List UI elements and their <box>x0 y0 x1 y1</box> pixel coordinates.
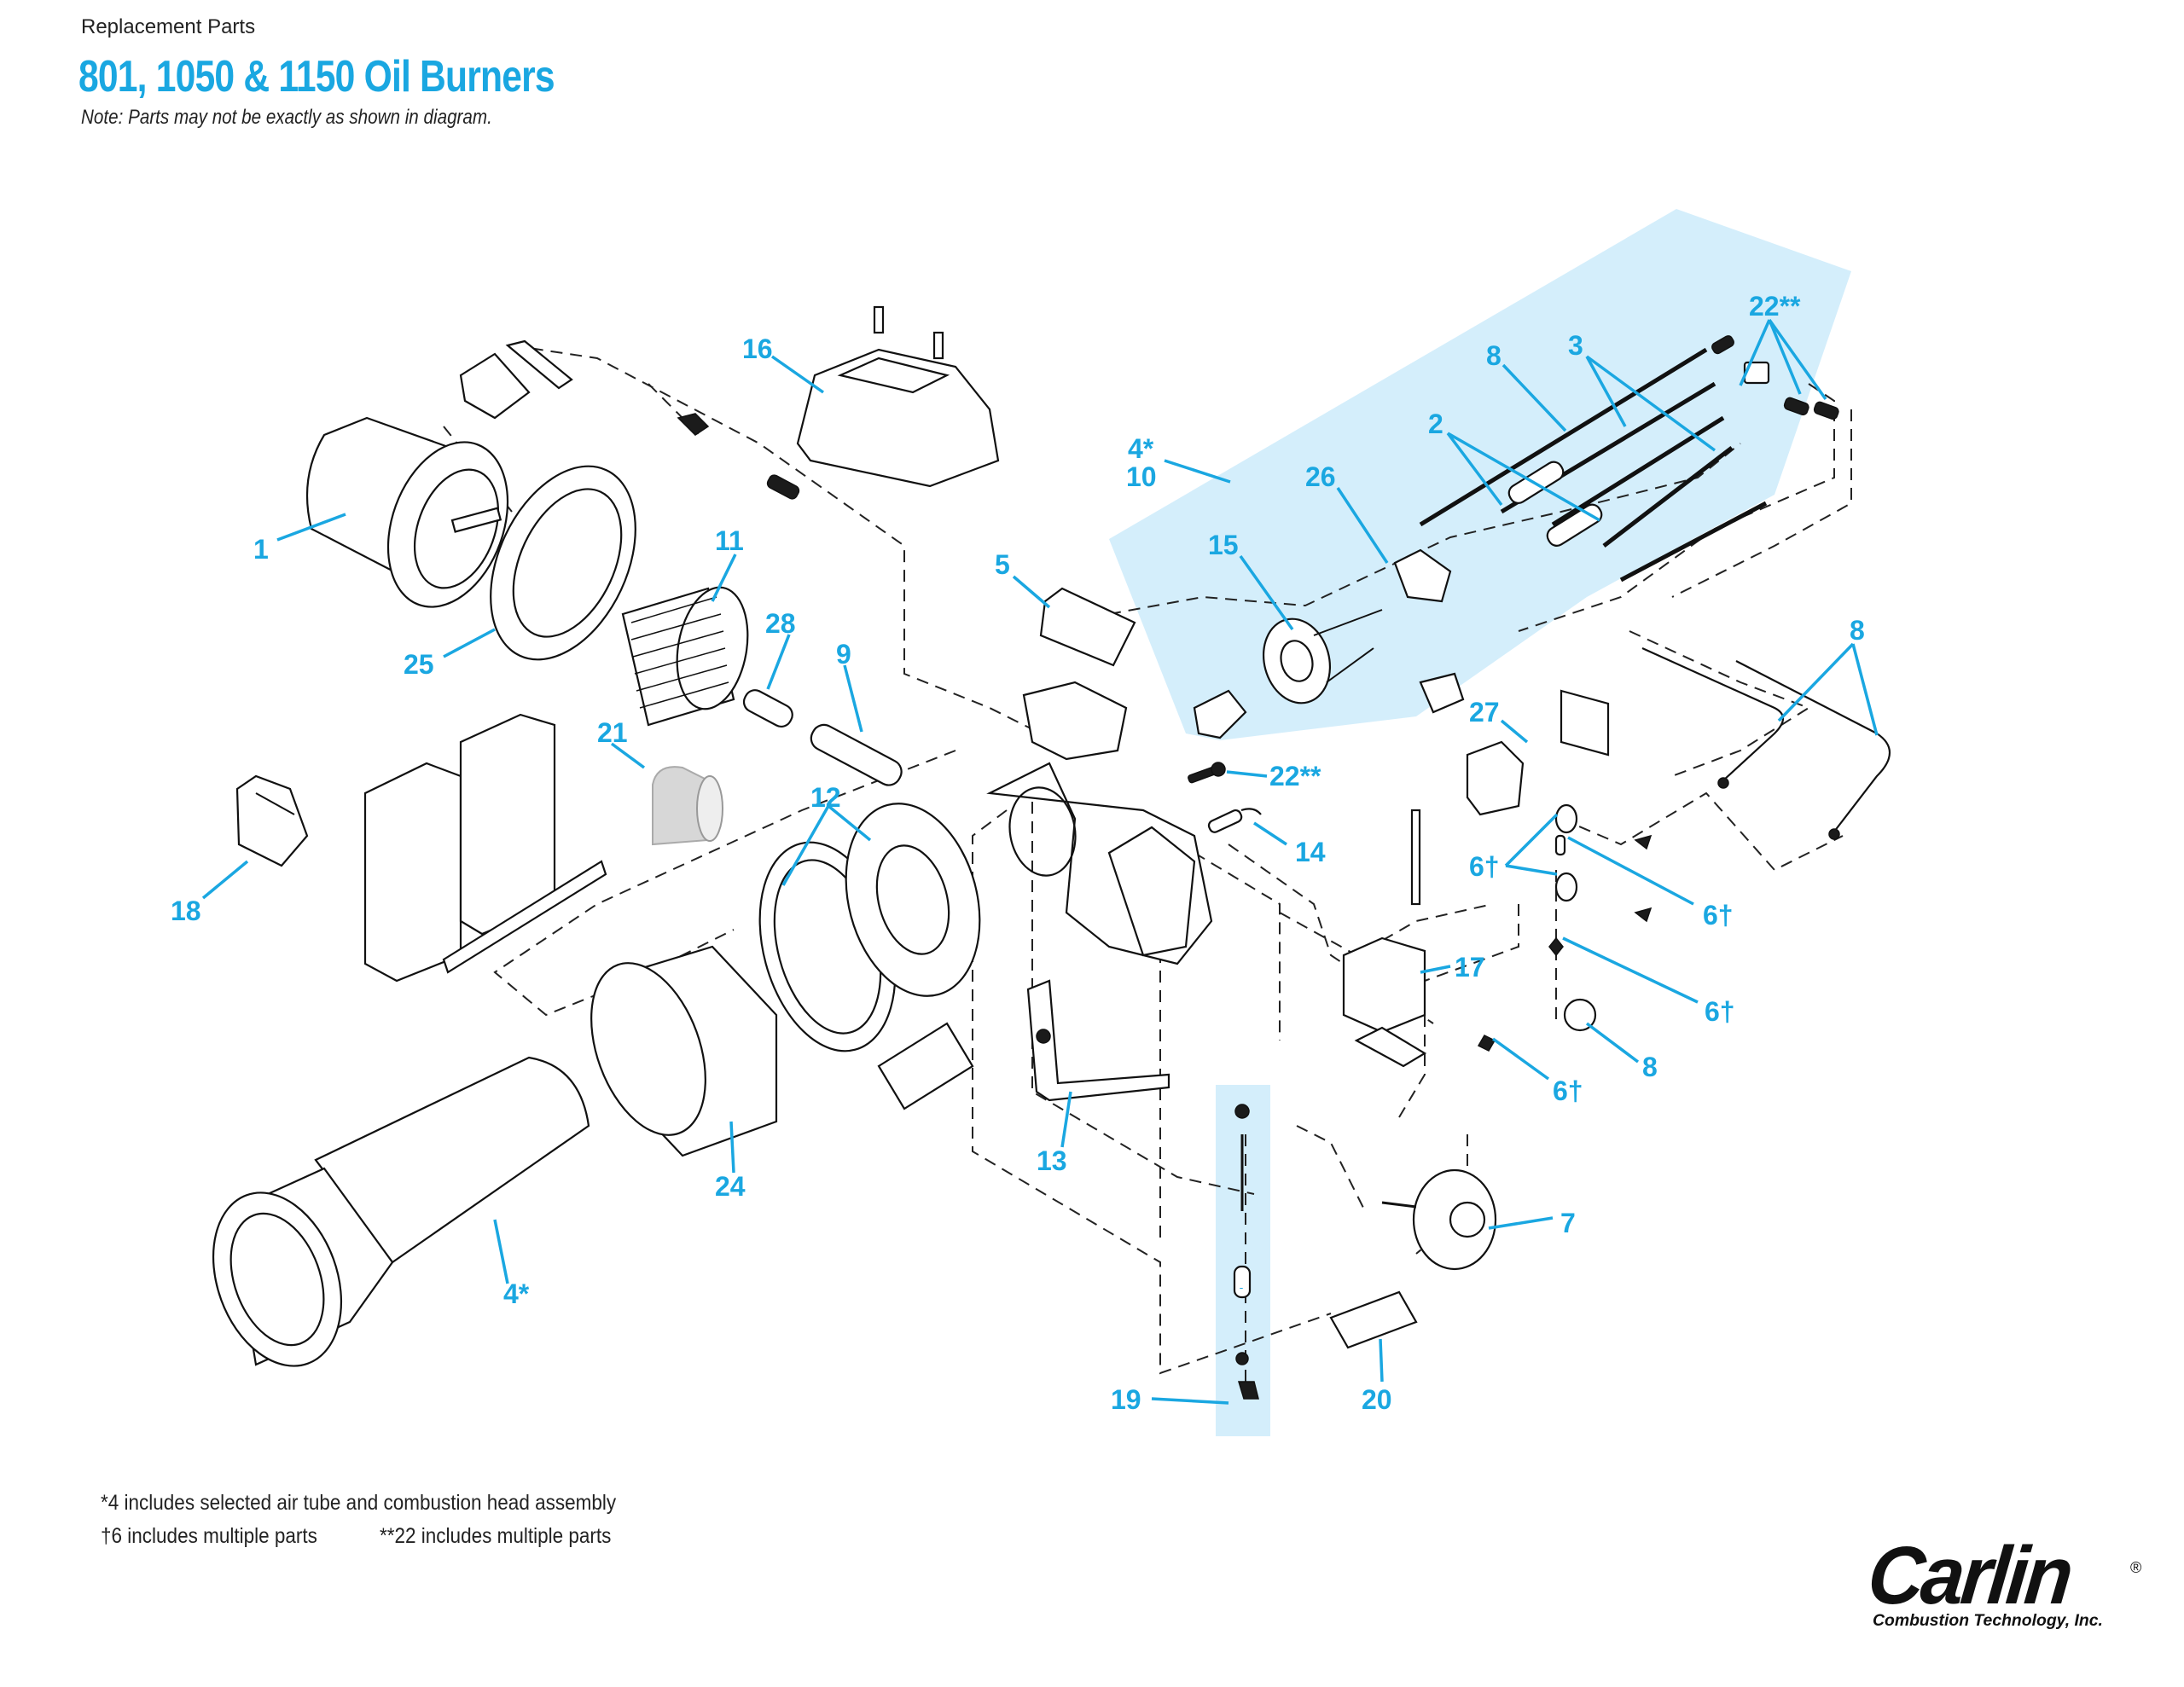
part-motor <box>305 416 509 608</box>
callout-9: 9 <box>836 639 851 670</box>
callout-8-top: 8 <box>1486 340 1502 371</box>
callout-20: 20 <box>1362 1384 1392 1415</box>
part-relay <box>235 774 309 867</box>
part-air-tube <box>212 1056 590 1367</box>
logo-wordmark: Carlin <box>1863 1530 2075 1621</box>
part-oil-lines <box>1641 646 1891 840</box>
callout-19: 19 <box>1111 1384 1141 1415</box>
callout-26: 26 <box>1305 461 1336 492</box>
part-combustion-head <box>590 945 778 1157</box>
callout-labels: 1 25 11 16 28 9 5 21 12 18 4* 10 26 15 8… <box>171 291 1865 1415</box>
callout-16: 16 <box>742 333 773 364</box>
callout-8-coil: 8 <box>1642 1052 1658 1082</box>
part-bracket-plate <box>1329 1290 1418 1349</box>
callout-2: 2 <box>1428 409 1443 439</box>
callout-21: 21 <box>597 717 628 748</box>
callout-6-b: 6† <box>1705 996 1735 1027</box>
part-small-plate <box>877 1022 974 1110</box>
part-igniter-plate <box>1039 587 1136 667</box>
part-retention-head <box>1262 609 1383 704</box>
callout-22-mid: 22** <box>1269 761 1321 791</box>
callout-24: 24 <box>715 1171 746 1202</box>
part-burner-housing <box>986 681 1213 965</box>
callout-10: 10 <box>1126 461 1157 492</box>
part-control-boxes <box>363 713 607 983</box>
registered-mark: ® <box>2130 1559 2142 1576</box>
page-title: 801, 1050 & 1150 Oil Burners <box>78 52 555 101</box>
callout-4-star-top: 4* <box>1128 433 1154 464</box>
callout-18: 18 <box>171 896 201 926</box>
part-clip <box>677 413 800 500</box>
footnote-22: **22 includes multiple parts <box>380 1524 612 1548</box>
callout-11: 11 <box>715 525 744 556</box>
callout-27: 27 <box>1469 697 1500 728</box>
callout-leaders <box>201 318 1879 1405</box>
part-air-damper-motor <box>652 766 723 846</box>
callout-1: 1 <box>253 534 269 565</box>
callout-5: 5 <box>995 549 1010 580</box>
callout-6-a: 6† <box>1703 900 1734 930</box>
part-coupling <box>742 689 793 728</box>
part-junction-box <box>459 339 573 420</box>
callout-6-c: 6† <box>1553 1075 1583 1106</box>
callout-6-pair: 6† <box>1469 851 1500 882</box>
part-shaft <box>810 723 903 786</box>
diagram-note: Note: Parts may not be exactly as shown … <box>81 106 492 129</box>
part-junction-block <box>1410 689 1610 906</box>
callout-15: 15 <box>1208 530 1239 560</box>
callout-3: 3 <box>1568 330 1583 361</box>
footnote-4: *4 includes selected air tube and combus… <box>101 1491 617 1515</box>
carlin-logo: Carlin ® Combustion Technology, Inc. <box>1864 1530 2141 1631</box>
part-fittings-valves <box>1477 803 1653 1052</box>
callout-22-top: 22** <box>1749 291 1801 322</box>
callout-8-right: 8 <box>1850 615 1865 646</box>
callout-12: 12 <box>810 782 841 813</box>
callout-17: 17 <box>1455 952 1485 983</box>
part-mounting-flange <box>490 465 636 661</box>
logo-tagline: Combustion Technology, Inc. <box>1873 1612 2103 1630</box>
part-oil-pump <box>1381 1168 1497 1271</box>
section-kicker: Replacement Parts <box>81 15 256 38</box>
part-blower-wheel <box>621 586 749 727</box>
part-adjustment-bracket <box>1026 979 1170 1102</box>
callout-4-star-tube: 4* <box>503 1278 530 1309</box>
footnote-6: †6 includes multiple parts <box>101 1524 317 1548</box>
callout-28: 28 <box>765 608 796 639</box>
part-flange <box>845 803 981 997</box>
callout-14: 14 <box>1295 837 1326 867</box>
part-nozzle-adapter <box>1193 672 1465 739</box>
callout-13: 13 <box>1037 1145 1067 1176</box>
part-fittings-top <box>1711 335 1839 420</box>
part-cad-cell <box>1207 808 1262 833</box>
part-screw <box>1188 762 1226 784</box>
callout-7: 7 <box>1560 1208 1576 1238</box>
part-oil-line <box>1233 1104 1259 1400</box>
part-electrode-clamp <box>1393 548 1452 603</box>
part-primary-control <box>1342 936 1427 1068</box>
part-cover <box>796 305 1000 488</box>
callout-25: 25 <box>404 649 434 680</box>
